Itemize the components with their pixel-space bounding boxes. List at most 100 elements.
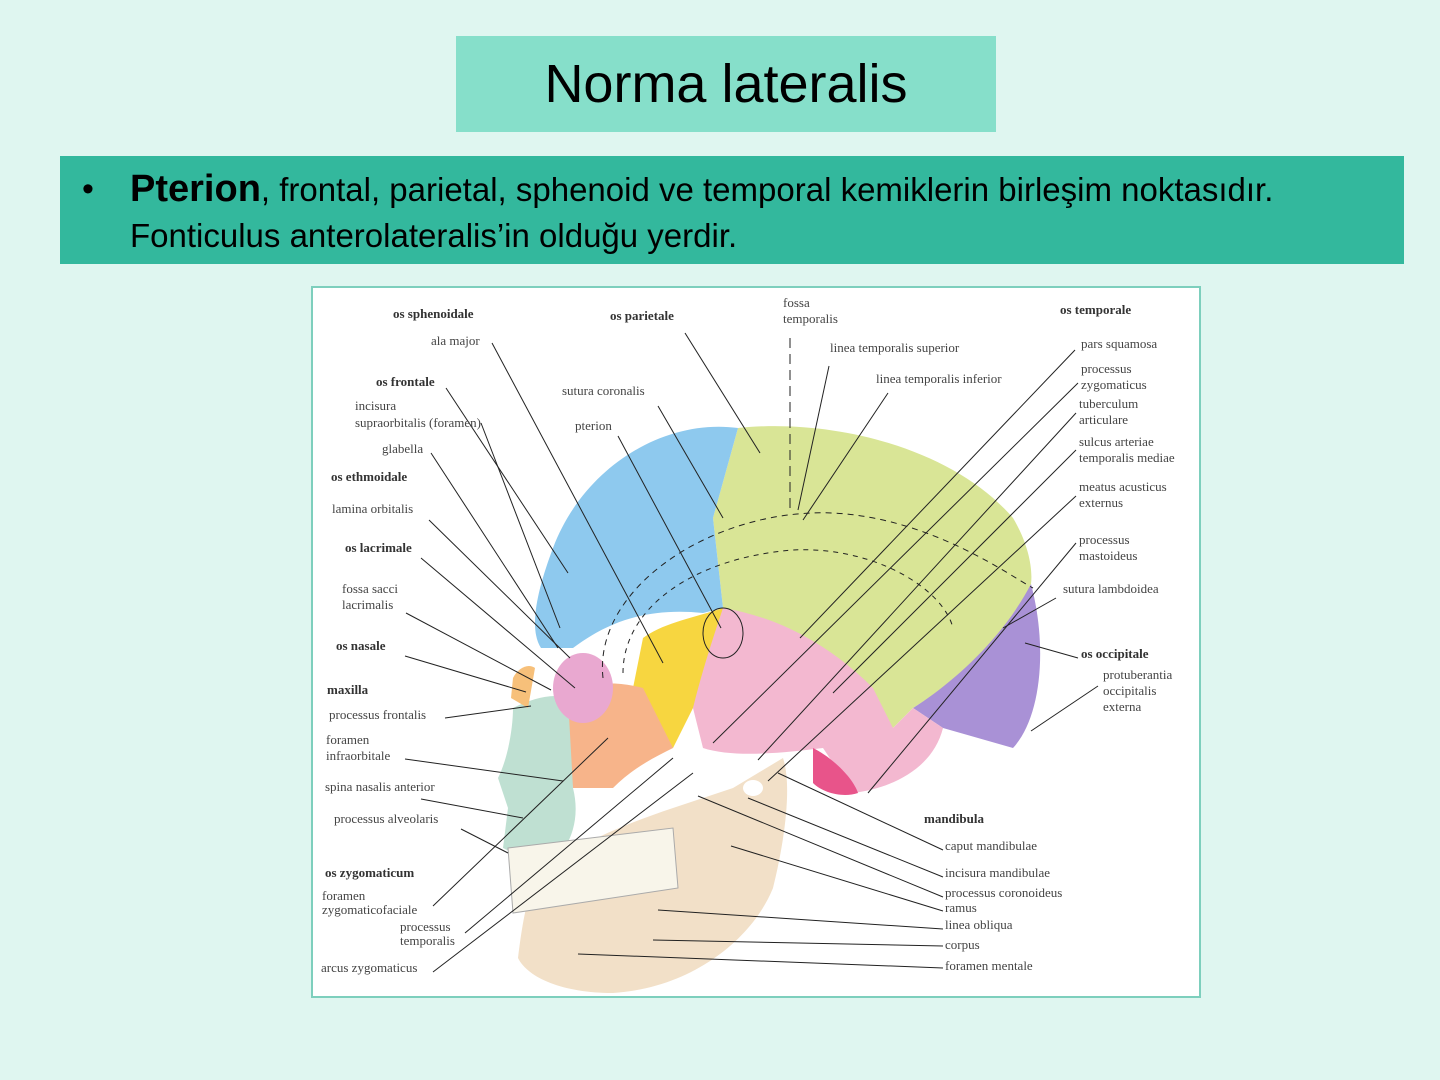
label-tuberculum-2: articulare <box>1079 412 1128 427</box>
leader-protuberantia <box>1030 685 1099 732</box>
pterion-circle <box>702 607 744 659</box>
label-linea-inferior: linea temporalis inferior <box>876 371 1002 386</box>
label-caput-mandibulae: caput mandibulae <box>945 838 1037 853</box>
label-pars-squamosa: pars squamosa <box>1081 336 1157 351</box>
label-fossa-sacci-2: lacrimalis <box>342 597 393 612</box>
skull-illustration <box>498 426 1041 993</box>
label-tuberculum-1: tuberculum <box>1079 396 1138 411</box>
leader-meatus <box>767 495 1077 782</box>
bullet-marker: • <box>82 170 94 208</box>
slide-title: Norma lateralis <box>544 54 908 114</box>
leader-tuberculum <box>757 412 1077 761</box>
label-os-lacrimale: os lacrimale <box>345 540 412 555</box>
label-sulcus-1: sulcus arteriae <box>1079 434 1154 449</box>
leader-fossa-sacci <box>405 612 552 691</box>
labels-left: os sphenoidale ala major os frontale inc… <box>321 306 481 975</box>
leader-os-occipitale <box>1024 642 1079 659</box>
bullet-description: , frontal, parietal, sphenoid ve tempora… <box>130 171 1274 254</box>
leader-lines <box>404 332 1099 973</box>
label-maxilla: maxilla <box>327 682 369 697</box>
label-protuberantia-1: protuberantia <box>1103 667 1173 682</box>
region-temporal <box>693 608 943 793</box>
label-meatus-1: meatus acusticus <box>1079 479 1167 494</box>
label-processus-zygomaticus-2: zygomaticus <box>1081 377 1147 392</box>
leader-foramen-infraorbitale <box>404 758 564 782</box>
leader-processus-coronoideus <box>697 795 944 898</box>
label-processus-frontalis: processus frontalis <box>329 707 426 722</box>
region-nasal <box>511 666 535 708</box>
label-meatus-2: externus <box>1079 495 1123 510</box>
leader-sulcus <box>832 449 1077 694</box>
leader-processus-frontalis <box>444 705 532 719</box>
label-mastoideus-2: mastoideus <box>1079 548 1138 563</box>
region-frontal <box>534 426 738 648</box>
label-arcus-zygomaticus: arcus zygomaticus <box>321 960 417 975</box>
bullet-term: Pterion <box>130 168 261 210</box>
label-os-zygomaticum: os zygomaticum <box>325 865 414 880</box>
label-os-nasale: os nasale <box>336 638 386 653</box>
label-fossa-sacci-1: fossa sacci <box>342 581 398 596</box>
label-sutura-lambdoidea: sutura lambdoidea <box>1063 581 1159 596</box>
label-incisura-1: incisura <box>355 398 396 413</box>
leader-linea-obliqua <box>657 909 944 930</box>
leader-os-frontale <box>445 387 569 574</box>
label-processus-zygomaticus-1: processus <box>1081 361 1132 376</box>
label-pterion: pterion <box>575 418 612 433</box>
temporal-line-inferior <box>622 549 954 674</box>
leader-sutura-lambdoidea <box>1002 597 1057 629</box>
leader-pars-squamosa <box>799 349 1076 639</box>
label-linea-obliqua: linea obliqua <box>945 917 1013 932</box>
label-foramen-zygo-2: zygomaticofaciale <box>322 902 418 917</box>
label-os-frontale: os frontale <box>376 374 435 389</box>
leader-glabella <box>430 452 559 649</box>
leader-arcus-zygomaticus <box>432 772 694 973</box>
label-os-occipitale: os occipitale <box>1081 646 1149 661</box>
label-processus-coronoideus: processus coronoideus <box>945 885 1062 900</box>
leader-incisura <box>480 422 561 629</box>
leader-os-parietale <box>684 332 761 454</box>
bullet-box: • Pterion, frontal, parietal, sphenoid v… <box>60 156 1404 264</box>
leader-processus-zygomaticus <box>712 382 1079 744</box>
region-meatus <box>743 780 763 796</box>
leader-processus-temporalis <box>464 757 674 934</box>
leader-spina-nasalis <box>420 798 524 819</box>
leader-corpus <box>652 939 944 947</box>
label-sulcus-2: temporalis mediae <box>1079 450 1175 465</box>
leader-incisura-mandibulae <box>747 797 944 878</box>
label-fossa-temporalis-1: fossa <box>783 295 810 310</box>
skull-diagram: os sphenoidale ala major os frontale inc… <box>321 295 1175 993</box>
label-linea-superior: linea temporalis superior <box>830 340 960 355</box>
label-incisura-mandibulae: incisura mandibulae <box>945 865 1050 880</box>
labels-top: os parietale sutura coronalis pterion fo… <box>562 295 1002 433</box>
label-foramen-infra-2: infraorbitale <box>326 748 390 763</box>
label-ramus: ramus <box>945 900 977 915</box>
label-protuberantia-3: externa <box>1103 699 1141 714</box>
label-corpus: corpus <box>945 937 980 952</box>
labels-right: os temporale pars squamosa processus zyg… <box>924 302 1175 973</box>
label-glabella: glabella <box>382 441 423 456</box>
label-mandibula: mandibula <box>924 811 984 826</box>
leader-ala-major <box>491 342 664 664</box>
title-box: Norma lateralis <box>456 36 996 132</box>
label-lamina-orbitalis: lamina orbitalis <box>332 501 413 516</box>
label-foramen-zygo-1: foramen <box>322 888 366 903</box>
leader-caput <box>777 772 944 851</box>
leader-os-lacrimale <box>420 557 576 689</box>
label-spina-nasalis: spina nasalis anterior <box>325 779 435 794</box>
label-foramen-infra-1: foramen <box>326 732 370 747</box>
region-orbit <box>553 653 613 723</box>
label-foramen-mentale: foramen mentale <box>945 958 1033 973</box>
leader-processus-alveolaris <box>460 828 509 854</box>
label-processus-temporalis-2: temporalis <box>400 933 455 948</box>
label-ala-major: ala major <box>431 333 480 348</box>
label-os-parietale: os parietale <box>610 308 674 323</box>
leader-lamina <box>428 519 571 659</box>
leader-linea-inferior <box>802 392 889 521</box>
leader-pterion <box>617 435 722 629</box>
label-incisura-2: supraorbitalis (foramen) <box>355 415 481 430</box>
label-processus-alveolaris: processus alveolaris <box>334 811 438 826</box>
label-fossa-temporalis-2: temporalis <box>783 311 838 326</box>
label-sutura-coronalis: sutura coronalis <box>562 383 645 398</box>
label-os-sphenoidale: os sphenoidale <box>393 306 474 321</box>
leader-foramen-mentale <box>577 953 944 969</box>
